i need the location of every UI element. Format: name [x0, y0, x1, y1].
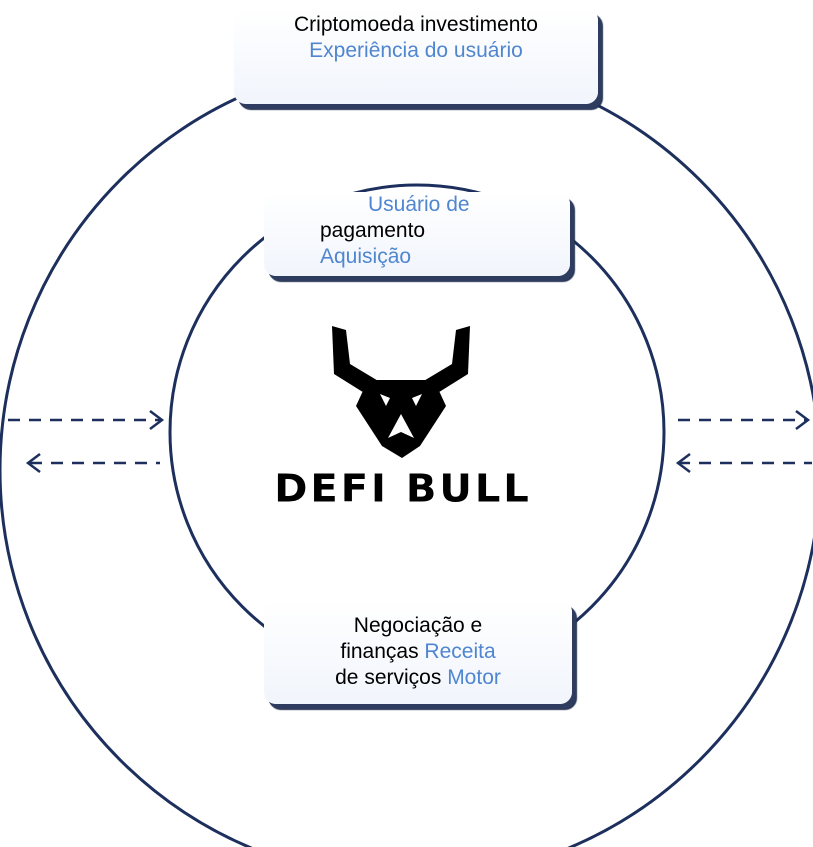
outer-box-line1: Criptomoeda investimento — [294, 13, 538, 36]
arrow-left-icon — [25, 453, 41, 473]
inner-ring-top-label-box: Usuário de pagamento Aquisição — [264, 192, 570, 276]
inner-bottom-line3: de serviços Motor — [264, 665, 572, 691]
right-arrow-in — [675, 453, 812, 473]
bull-head-icon — [332, 326, 470, 458]
outer-ring-label-box: Criptomoeda investimento Experiência do … — [234, 8, 598, 104]
left-arrow-out — [8, 410, 165, 430]
inner-bottom-line1: Negociação e — [353, 614, 483, 637]
outer-box-line2: Experiência do usuário — [309, 39, 523, 62]
inner-top-line3: Aquisição — [320, 245, 412, 268]
inner-bottom-line3-blue: Motor — [447, 666, 501, 689]
right-arrow-out — [678, 410, 811, 430]
inner-bottom-line2-black: finanças — [340, 640, 419, 663]
arrow-left-icon — [675, 453, 691, 473]
inner-bottom-line3-black: de serviços — [335, 666, 442, 689]
arrow-right-icon — [795, 410, 811, 430]
inner-top-line2: pagamento — [320, 219, 426, 242]
inner-ring-bottom-label-box: Negociação e finanças Receita de serviço… — [264, 600, 572, 704]
inner-bottom-line2: finanças Receita — [264, 639, 572, 665]
defi-bull-logo: DEFI BULL — [248, 320, 558, 520]
left-arrow-in — [25, 453, 160, 473]
inner-bottom-line2-blue: Receita — [424, 640, 496, 663]
arrow-right-icon — [149, 410, 165, 430]
logo-wordmark: DEFI BULL — [274, 467, 532, 511]
inner-top-line1: Usuário de — [368, 193, 470, 216]
